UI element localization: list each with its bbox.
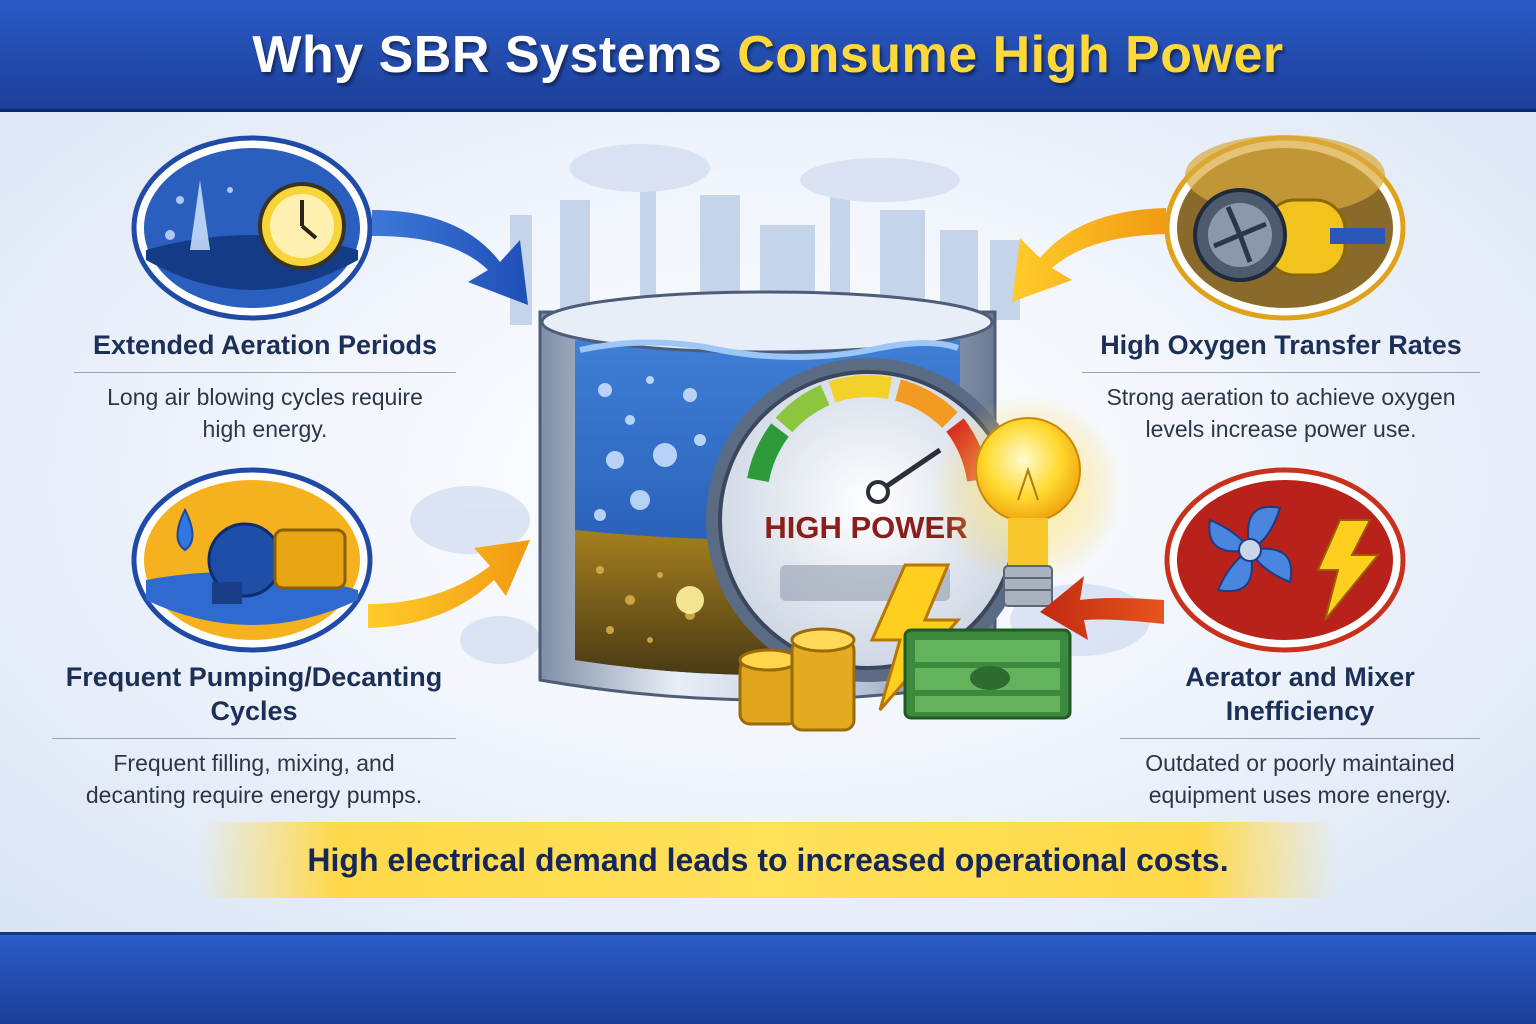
divider xyxy=(1120,738,1480,739)
arrow-red-from-mixer xyxy=(1040,576,1164,640)
divider xyxy=(1082,372,1480,373)
arrow-orange-to-tank xyxy=(1012,208,1166,302)
arrow-orange-from-pump xyxy=(368,540,530,628)
light-bulb-icon xyxy=(933,395,1123,607)
factor-title: Frequent Pumping/Decanting Cycles xyxy=(65,662,443,726)
water-pump-icon xyxy=(131,467,373,653)
factor-block-mixer: Aerator and Mixer Inefficiency Outdated … xyxy=(1120,660,1480,811)
factor-block-aeration: Extended Aeration Periods Long air blowi… xyxy=(74,328,456,445)
factor-block-pumping: Frequent Pumping/Decanting Cycles Freque… xyxy=(52,660,456,811)
divider xyxy=(74,372,456,373)
page-title: Why SBR Systems Consume High Power xyxy=(252,25,1283,85)
title-part-white: Why SBR Systems xyxy=(252,25,738,84)
factor-description: Frequent filling, mixing, and decanting … xyxy=(85,750,423,808)
factor-description: Long air blowing cycles require high ene… xyxy=(107,384,423,442)
conclusion-banner: High electrical demand leads to increase… xyxy=(200,822,1336,898)
mixer-fan-lightning-icon xyxy=(1164,467,1406,653)
factor-description: Strong aeration to achieve oxygen levels… xyxy=(1106,384,1456,442)
gauge-label: HIGH POWER xyxy=(764,510,967,545)
conclusion-text: High electrical demand leads to increase… xyxy=(307,841,1229,878)
gold-coins-icon xyxy=(738,627,856,732)
header-bar: Why SBR Systems Consume High Power xyxy=(0,0,1536,112)
arrow-blue-to-tank xyxy=(372,210,528,305)
factor-block-oxygen: High Oxygen Transfer Rates Strong aerati… xyxy=(1082,328,1480,445)
factor-title: Aerator and Mixer Inefficiency xyxy=(1185,662,1415,726)
cash-stack-icon xyxy=(903,628,1072,720)
factor-title: High Oxygen Transfer Rates xyxy=(1100,330,1462,360)
footer-bar xyxy=(0,932,1536,1024)
factor-title: Extended Aeration Periods xyxy=(92,330,438,360)
clock-aeration-icon xyxy=(131,135,373,321)
blower-turbine-icon xyxy=(1164,135,1406,321)
title-part-yellow: Consume High Power xyxy=(737,25,1284,84)
divider xyxy=(52,738,456,739)
factor-description: Outdated or poorly maintained equipment … xyxy=(1145,750,1455,808)
